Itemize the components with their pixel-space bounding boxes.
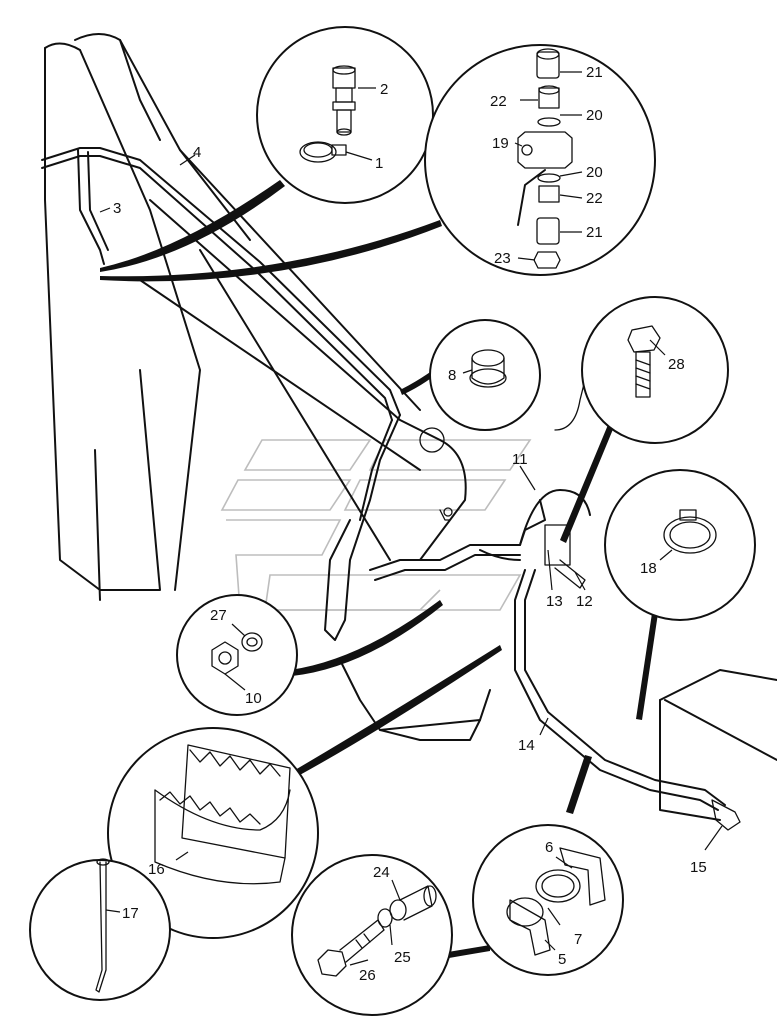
callout-1: 1 <box>375 155 383 172</box>
callout-18: 18 <box>640 560 657 577</box>
callout-7: 7 <box>574 931 582 948</box>
callout-12: 12 <box>576 593 593 610</box>
part-brackets <box>506 847 606 956</box>
callout-15: 15 <box>690 859 707 876</box>
part-valve-assembly <box>517 48 573 269</box>
callout-8: 8 <box>448 367 456 384</box>
part-hose-clip <box>299 141 347 163</box>
detail-circle-rod <box>29 859 171 1001</box>
machine-frame <box>44 33 777 821</box>
callout-28: 28 <box>668 356 685 373</box>
detail-circle-bolt-washer <box>291 854 453 1016</box>
callout-6: 6 <box>545 839 553 856</box>
callout-22-top: 22 <box>490 93 507 110</box>
part-bolt-28 <box>627 325 661 398</box>
part-hose-clamp <box>663 509 717 554</box>
detail-circle-clamp <box>604 469 756 621</box>
callout-17: 17 <box>122 905 139 922</box>
callout-2: 2 <box>380 81 388 98</box>
callout-20-top: 20 <box>586 107 603 124</box>
part-nut-washer <box>211 632 263 675</box>
detail-circle-fitting <box>256 26 434 204</box>
part-grommet <box>469 349 507 388</box>
callout-4: 4 <box>193 144 201 161</box>
part-adapter-fitting <box>332 65 356 136</box>
callout-13: 13 <box>546 593 563 610</box>
callout-26: 26 <box>359 967 376 984</box>
leader-lines <box>99 71 723 966</box>
callout-22-bottom: 22 <box>586 190 603 207</box>
part-seal-strip <box>154 744 291 885</box>
callout-21-top: 21 <box>586 64 603 81</box>
detail-circle-grommet <box>429 319 541 431</box>
hydraulic-pipes <box>41 147 741 831</box>
detail-circle-seal-strip <box>107 727 319 939</box>
callout-23: 23 <box>494 250 511 267</box>
callout-10: 10 <box>245 690 262 707</box>
callout-16: 16 <box>148 861 165 878</box>
callout-27: 27 <box>210 607 227 624</box>
callout-25: 25 <box>394 949 411 966</box>
detail-circle-valve <box>424 44 656 276</box>
detail-circle-bolt <box>581 296 729 444</box>
callout-20-bottom: 20 <box>586 164 603 181</box>
callout-3: 3 <box>113 200 121 217</box>
callout-14: 14 <box>518 737 535 754</box>
callout-5: 5 <box>558 951 566 968</box>
callout-19: 19 <box>492 135 509 152</box>
callout-24: 24 <box>373 864 390 881</box>
detail-circle-nut <box>176 594 298 716</box>
part-bolt-sleeve <box>317 885 437 977</box>
connector-lines <box>100 180 660 961</box>
watermark-logo <box>220 439 532 611</box>
callout-21-bottom: 21 <box>586 224 603 241</box>
callout-labels: 1 2 3 4 21 22 20 19 20 22 21 23 8 28 18 … <box>113 64 707 984</box>
callout-11: 11 <box>512 451 528 468</box>
part-rod <box>95 858 110 993</box>
